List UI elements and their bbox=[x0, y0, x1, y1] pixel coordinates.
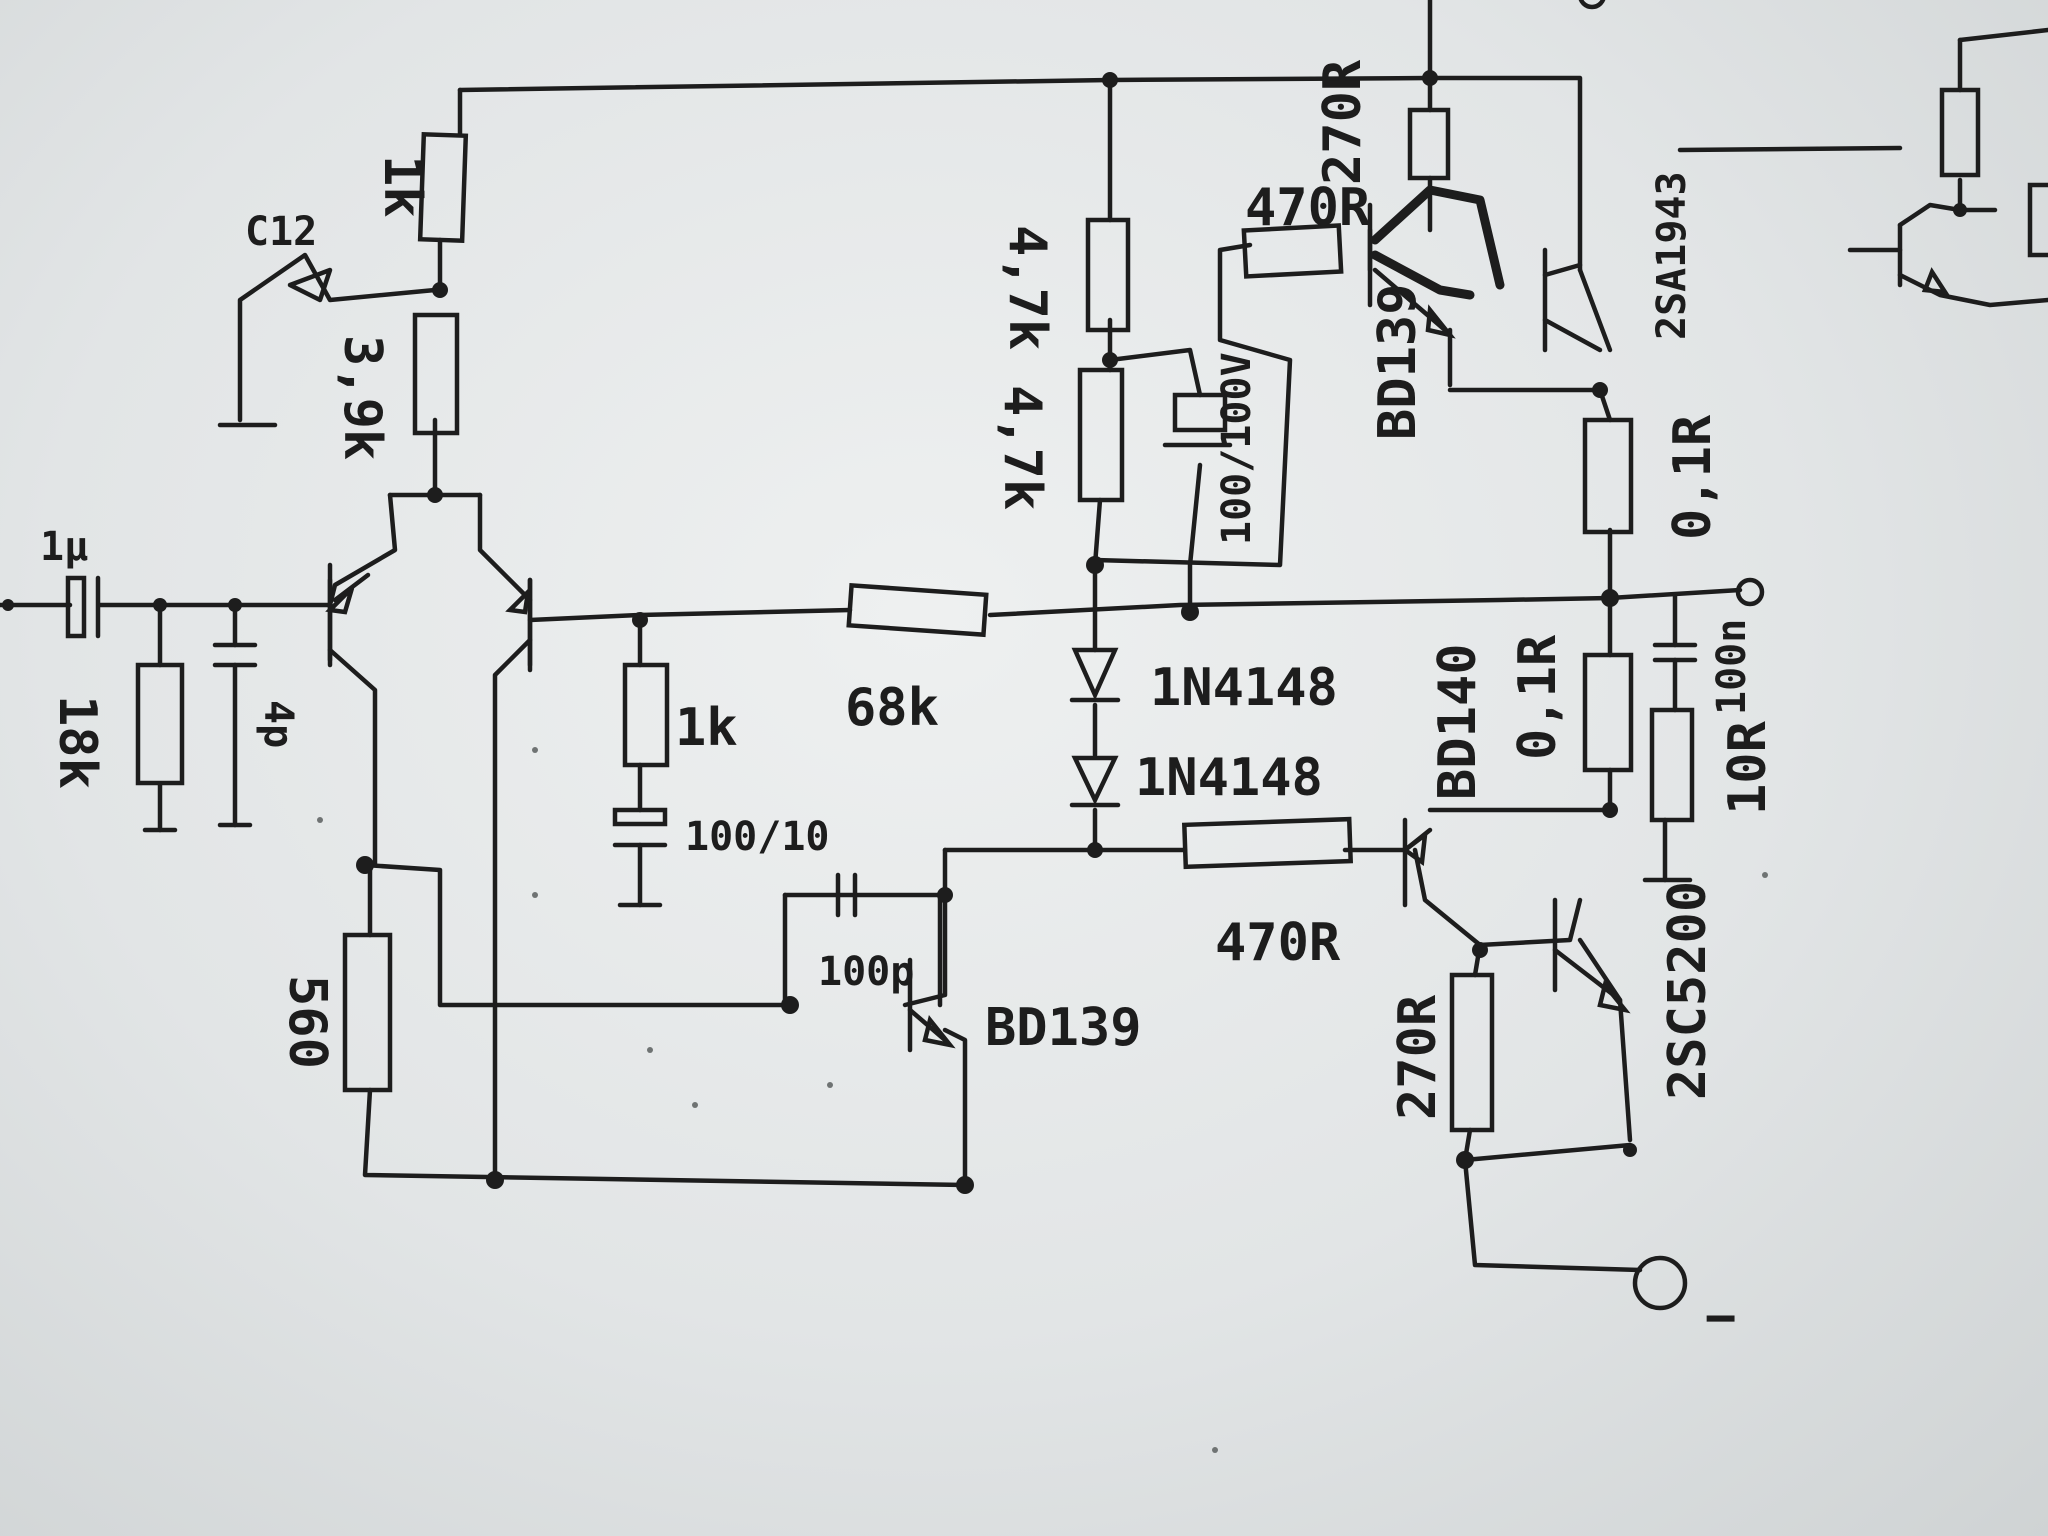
label-cap-100-10: 100/10 bbox=[685, 814, 830, 860]
terminals bbox=[1578, 0, 1765, 1311]
label-r-in: 18k bbox=[47, 695, 107, 789]
label-r-10: 10R bbox=[1718, 720, 1778, 815]
label-r-01-bot: 0,1R bbox=[1508, 634, 1568, 760]
label-r-01-top: 0,1R bbox=[1663, 414, 1723, 540]
label-q-bd140: BD140 bbox=[1428, 643, 1488, 800]
label-q-2sc5200: 2SC5200 bbox=[1658, 881, 1718, 1100]
label-r-270-bot: 270R bbox=[1388, 994, 1448, 1120]
junction-dots bbox=[2, 70, 1967, 1194]
label-q-bd139-top: BD139 bbox=[1368, 283, 1428, 440]
label-r-39k: 3,9k bbox=[332, 335, 392, 460]
wires bbox=[0, 0, 2048, 1273]
label-cap-4p: 4p bbox=[255, 700, 301, 748]
label-r-top: 1k bbox=[372, 155, 432, 218]
capacitors bbox=[65, 267, 1698, 918]
label-r-47k-bot: 4,7k bbox=[992, 385, 1052, 510]
label-d1: 1N4148 bbox=[1150, 658, 1338, 718]
label-cap-100-100: 100/100V bbox=[1214, 352, 1260, 545]
component-labels: 1k C12 3,9k 18k 1µ 4p 560 1k 100/10 68k … bbox=[40, 59, 1778, 1348]
label-r-470-low: 470R bbox=[1215, 913, 1341, 973]
label-cap-in: 1µ bbox=[40, 524, 88, 570]
label-d2: 1N4148 bbox=[1135, 748, 1323, 808]
label-cap-100p: 100p bbox=[818, 949, 914, 995]
paper-specks bbox=[317, 747, 1768, 1453]
label-r-470-top: 470R bbox=[1245, 178, 1371, 238]
label-minus: − bbox=[1705, 1288, 1736, 1348]
label-cap-c12: C12 bbox=[245, 209, 317, 255]
label-r-68k: 68k bbox=[845, 678, 939, 738]
label-r-270-top: 270R bbox=[1313, 59, 1373, 185]
label-r-1k-fb: 1k bbox=[675, 698, 738, 758]
diodes bbox=[1069, 647, 1121, 808]
resistors bbox=[135, 87, 2048, 1133]
label-q-2sa1943: 2SA1943 bbox=[1649, 171, 1695, 340]
label-r-47k-top: 4,7k bbox=[997, 225, 1057, 350]
transistors bbox=[325, 185, 1950, 1053]
label-cap-100n: 100n bbox=[1709, 619, 1755, 715]
label-q-bd139-vas: BD139 bbox=[985, 998, 1142, 1058]
label-r-560: 560 bbox=[277, 975, 337, 1069]
